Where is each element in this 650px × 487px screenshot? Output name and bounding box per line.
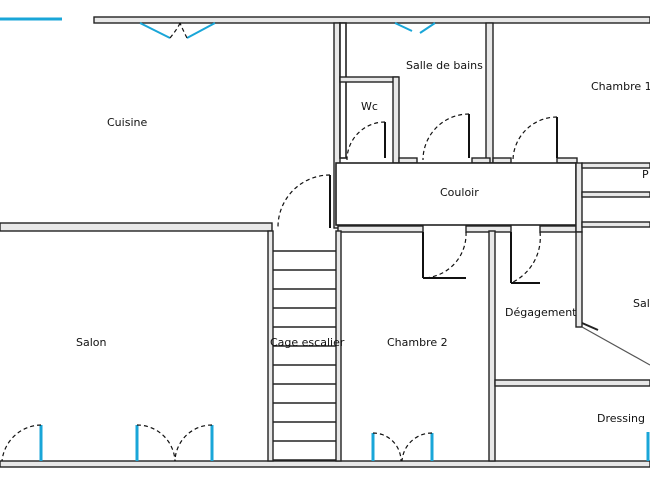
staircase (273, 250, 336, 461)
doors (277, 113, 583, 284)
label-cuisine: Cuisine (107, 116, 147, 129)
label-degagement: Dégagement (505, 306, 577, 319)
outer-walls (0, 16, 650, 468)
room-labels: Cuisine Salle de bains Wc Chambre 1 Coul… (76, 59, 650, 425)
label-dressing: Dressing (597, 412, 645, 425)
windows (1, 22, 650, 462)
label-salle-de-bains: Salle de bains (406, 59, 483, 72)
label-sal: Sal (633, 297, 650, 310)
label-chambre2: Chambre 2 (387, 336, 448, 349)
label-cage-escalier: Cage escalier (270, 336, 345, 349)
label-couloir: Couloir (440, 186, 479, 199)
label-wc: Wc (361, 100, 378, 113)
label-salon: Salon (76, 336, 107, 349)
label-p: P (642, 168, 649, 181)
interior-walls (0, 22, 650, 462)
label-chambre1: Chambre 1 (591, 80, 650, 93)
